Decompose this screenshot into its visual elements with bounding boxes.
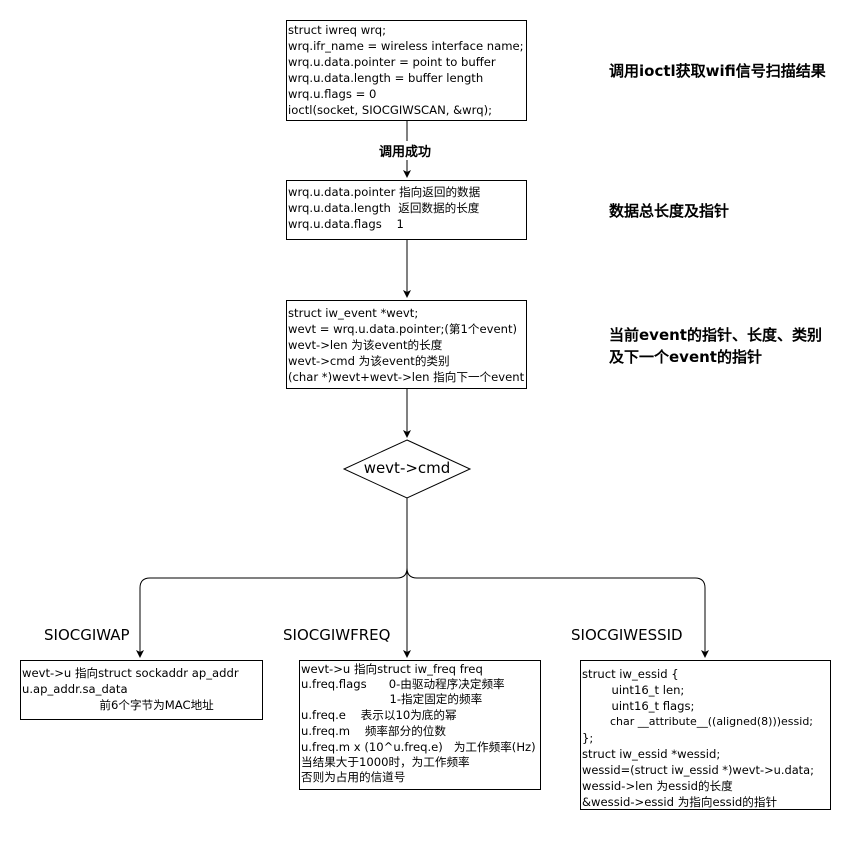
ap-line: u.ap_addr.sa_data xyxy=(22,682,128,696)
event-line: struct iw_event *wevt; xyxy=(288,306,419,320)
event-box: struct iw_event *wevt; wevt = wrq.u.data… xyxy=(286,300,527,389)
call-success-label: 调用成功 xyxy=(379,141,432,160)
ioctl-line: struct iwreq wrq; xyxy=(288,23,387,37)
freq-line: 当结果大于1000时，为工作频率 xyxy=(301,755,470,769)
branch-label-essid: SIOCGIWESSID xyxy=(571,626,683,644)
ioctl-line: wrq.u.data.pointer = point to buffer xyxy=(288,55,496,69)
essid-line: char __attribute__((aligned(8)))essid; xyxy=(582,715,814,728)
decision-label: wevt->cmd xyxy=(363,459,451,477)
edge-decision-to-ap xyxy=(136,498,408,658)
note-ioctl: 调用ioctl获取wifi信号扫描结果 xyxy=(609,62,826,80)
ap-line: wevt->u 指向struct sockaddr ap_addr xyxy=(22,666,239,680)
branch-label-ap: SIOCGIWAP xyxy=(44,626,130,644)
essid-line: struct iw_essid *wessid; xyxy=(582,747,721,761)
ioctl-line: ioctl(socket, SIOCGIWSCAN, &wrq); xyxy=(288,103,493,117)
event-line: wevt = wrq.u.data.pointer;(第1个event) xyxy=(288,322,518,336)
result-line: wrq.u.data.length 返回数据的长度 xyxy=(288,201,480,215)
ap-box: wevt->u 指向struct sockaddr ap_addr u.ap_a… xyxy=(20,660,263,720)
essid-line: struct iw_essid { xyxy=(582,667,679,681)
essid-line: &wessid->essid 为指向essid的指针 xyxy=(582,795,778,809)
freq-line: u.freq.m x (10^u.freq.e) 为工作频率(Hz) xyxy=(301,740,536,754)
event-line: (char *)wevt+wevt->len 指向下一个event xyxy=(288,370,525,384)
result-line: wrq.u.data.flags 1 xyxy=(288,217,404,231)
ioctl-line: wrq.ifr_name = wireless interface name; xyxy=(288,39,524,53)
freq-box: wevt->u 指向struct iw_freq freq u.freq.fla… xyxy=(299,660,541,790)
event-line: wevt->cmd 为该event的类别 xyxy=(288,354,450,368)
freq-line: 否则为占用的信道号 xyxy=(301,770,406,784)
result-box: wrq.u.data.pointer 指向返回的数据 wrq.u.data.le… xyxy=(286,180,527,240)
essid-line: wessid=(struct iw_essid *)wevt->u.data; xyxy=(582,763,814,777)
freq-line: 1-指定固定的频率 xyxy=(301,692,483,706)
ioctl-line: wrq.u.data.length = buffer length xyxy=(288,71,484,85)
edge-decision-to-essid xyxy=(406,498,709,658)
freq-line: wevt->u 指向struct iw_freq freq xyxy=(301,662,483,676)
note-event: 当前event的指针、长度、类别 及下一个event的指针 xyxy=(609,326,822,366)
event-line: wevt->len 为该event的长度 xyxy=(288,338,443,352)
result-line: wrq.u.data.pointer 指向返回的数据 xyxy=(288,185,481,199)
essid-line: }; xyxy=(582,731,594,745)
essid-box: struct iw_essid { uint16_t len; uint16_t… xyxy=(580,660,831,810)
essid-line: wessid->len 为essid的长度 xyxy=(582,779,733,793)
freq-line: u.freq.e 表示以10为底的幂 xyxy=(301,708,457,722)
branch-label-freq: SIOCGIWFREQ xyxy=(283,626,391,644)
ioctl-call-box: struct iwreq wrq; wrq.ifr_name = wireles… xyxy=(286,20,527,121)
essid-line: uint16_t len; xyxy=(582,683,685,697)
note-result: 数据总长度及指针 xyxy=(609,202,730,220)
ap-line: 前6个字节为MAC地址 xyxy=(22,698,214,712)
ioctl-line: wrq.u.flags = 0 xyxy=(288,87,377,101)
freq-line: u.freq.flags 0-由驱动程序决定频率 xyxy=(301,677,505,691)
essid-line: uint16_t flags; xyxy=(582,699,695,713)
freq-line: u.freq.m 频率部分的位数 xyxy=(301,724,446,738)
